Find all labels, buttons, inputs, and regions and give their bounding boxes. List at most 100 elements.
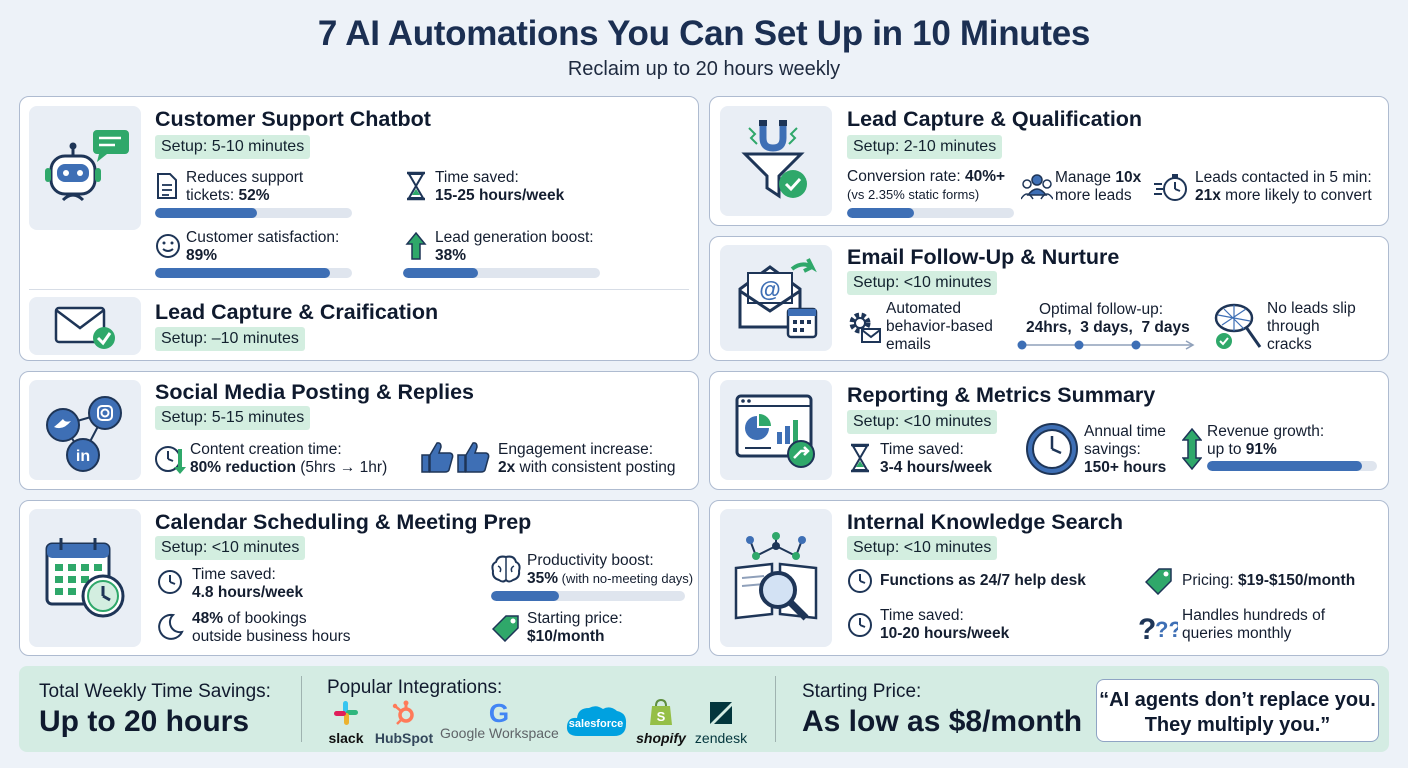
progress-bar-customer-satisfaction <box>155 268 352 278</box>
total-savings-label: Total Weekly Time Savings: <box>39 681 271 702</box>
card-title: Internal Knowledge Search <box>847 510 1123 534</box>
setup-badge: Setup: –10 minutes <box>155 327 305 351</box>
svg-text:??: ?? <box>1155 617 1178 642</box>
svg-text:in: in <box>76 448 90 465</box>
stat-leads-contacted: Leads contacted in 5 min: 21x more likel… <box>1195 169 1372 204</box>
card-title: Lead Capture & Qualification <box>847 107 1143 131</box>
page-title: 7 AI Automations You Can Set Up in 10 Mi… <box>317 14 1091 53</box>
google-workspace-logo: G Google Workspace <box>440 698 559 741</box>
stat-support-tickets: Reduces support tickets: 52% <box>186 169 304 204</box>
stat-pricing: Pricing: $19-$150/month <box>1182 572 1356 589</box>
social-network-icon: in <box>29 380 141 480</box>
chatbot-icon <box>29 106 141 230</box>
total-savings-value: Up to 20 hours <box>39 705 250 738</box>
card-title: Customer Support Chatbot <box>155 107 431 131</box>
stat-no-leads-slip: No leads slip through cracks <box>1267 300 1356 353</box>
stat-productivity: Productivity boost: 35% (with no-meeting… <box>527 552 694 587</box>
svg-text:?: ? <box>1138 613 1156 643</box>
slack-logo: slack <box>323 700 369 745</box>
svg-text:@: @ <box>759 277 780 302</box>
smiley-icon <box>156 234 180 258</box>
stat-time-saved: Time saved: 15-25 hours/week <box>435 169 565 204</box>
progress-bar-revenue-growth <box>1207 461 1377 471</box>
brain-icon <box>491 555 521 583</box>
card-title: Email Follow-Up & Nurture <box>847 245 1120 269</box>
question-marks-icon: ? ?? <box>1138 613 1178 643</box>
slack-icon <box>334 701 358 725</box>
stat-revenue-growth: Revenue growth: up to 91% <box>1207 423 1325 458</box>
progress-bar-productivity <box>491 591 685 601</box>
price-tag-icon <box>492 615 519 642</box>
stat-time-saved: Time saved: 4.8 hours/week <box>192 566 304 601</box>
stat-optimal-follow-up-label: Optimal follow-up: <box>1039 301 1164 318</box>
page-subtitle: Reclaim up to 20 hours weekly <box>567 58 841 80</box>
card-title: Social Media Posting & Replies <box>155 380 474 404</box>
thumbs-up-icon <box>421 442 490 473</box>
shopify-logo: S shopify <box>634 698 688 745</box>
stat-bookings-outside-hours: 48% of bookings outside business hours <box>192 610 351 645</box>
clock-icon <box>158 570 182 594</box>
hubspot-logo: HubSpot <box>373 700 435 745</box>
stat-content-creation: Content creation time: 80% reduction (5h… <box>190 441 388 476</box>
hubspot-icon <box>392 700 414 725</box>
clock-icon <box>848 613 872 637</box>
net-icon <box>1214 303 1262 349</box>
svg-text:salesforce: salesforce <box>569 718 623 730</box>
hourglass-icon <box>851 443 869 473</box>
setup-badge: Setup: <10 minutes <box>847 410 998 434</box>
moon-icon <box>158 613 184 640</box>
setup-badge: Setup: <10 minutes <box>847 271 998 295</box>
document-icon <box>157 173 177 199</box>
setup-badge: Setup: 5-10 minutes <box>155 135 311 159</box>
calendar-clock-icon <box>29 509 141 647</box>
stat-time-saved: Time saved: 10-20 hours/week <box>880 607 1010 642</box>
stat-engagement: Engagement increase: 2x with consistent … <box>498 441 676 476</box>
price-tag-icon <box>1145 568 1172 595</box>
divider <box>775 676 776 742</box>
stat-optimal-follow-up-times: 24hrs, 3 days, 7 days <box>1026 319 1190 336</box>
quote-box: “AI agents don’t replace you. They multi… <box>1096 679 1379 742</box>
setup-badge: Setup: 2-10 minutes <box>847 135 1003 159</box>
email-calendar-icon: @ <box>720 245 832 351</box>
funnel-magnet-icon <box>720 106 832 216</box>
knowledge-search-icon <box>720 509 832 647</box>
salesforce-cloud-icon: salesforce <box>566 706 627 736</box>
starting-price-value: As low as $8/month <box>802 705 1083 738</box>
setup-badge: Setup: 5-15 minutes <box>155 406 311 430</box>
people-icon <box>1021 174 1053 200</box>
clock-icon <box>1026 423 1078 475</box>
setup-badge: Setup: <10 minutes <box>847 536 998 560</box>
shopify-bag-icon: S <box>650 698 672 725</box>
card-title: Calendar Scheduling & Meeting Prep <box>155 510 532 534</box>
stat-manage-leads: Manage 10x more leads <box>1055 169 1142 204</box>
progress-bar-lead-generation <box>403 268 600 278</box>
divider <box>29 289 689 290</box>
stat-automated-emails: Automated behavior-based emails <box>886 300 993 353</box>
clock-icon <box>848 569 872 593</box>
gear-mail-icon <box>849 312 881 343</box>
stat-customer-satisfaction: Customer satisfaction: 89% <box>186 229 340 264</box>
google-g-icon: G <box>488 698 510 728</box>
card-title: Lead Capture & Craification <box>155 300 439 324</box>
progress-bar-conversion <box>847 208 1014 218</box>
integrations-label: Popular Integrations: <box>327 677 503 698</box>
zendesk-icon <box>710 702 732 724</box>
salesforce-logo: salesforce <box>564 700 628 747</box>
starting-price-label: Starting Price: <box>802 681 922 702</box>
zendesk-logo: zendesk <box>690 700 752 745</box>
stat-queries: Handles hundreds of queries monthly <box>1182 607 1326 642</box>
svg-text:S: S <box>657 709 666 724</box>
stat-annual-savings: Annual time savings: 150+ hours <box>1084 423 1167 476</box>
mail-check-icon <box>29 297 141 355</box>
up-down-arrow-icon <box>1182 428 1202 470</box>
progress-bar-support-tickets <box>155 208 352 218</box>
setup-badge: Setup: <10 minutes <box>155 536 306 560</box>
dashboard-icon <box>720 380 832 480</box>
card-title: Reporting & Metrics Summary <box>847 383 1156 407</box>
stat-help-desk: Functions as 24/7 help desk <box>880 572 1086 589</box>
stat-time-saved: Time saved: 3-4 hours/week <box>880 441 992 476</box>
clock-down-icon <box>155 446 186 474</box>
stat-starting-price: Starting price: $10/month <box>527 610 623 645</box>
hourglass-icon <box>407 171 425 201</box>
stopwatch-icon <box>1154 174 1187 201</box>
